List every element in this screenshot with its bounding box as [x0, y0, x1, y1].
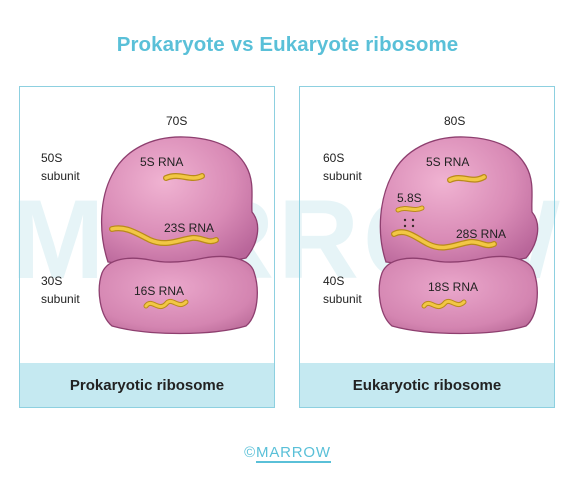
eukaryote-caption: Eukaryotic ribosome: [300, 363, 554, 407]
prokaryote-large-subunit-size: 50S: [41, 151, 63, 165]
prokaryote-small-subunit-word: subunit: [41, 292, 80, 306]
eukaryote-28s-rna-label: 28S RNA: [456, 227, 507, 241]
prokaryote-ribosome: [98, 136, 259, 335]
eukaryote-panel: Eukaryotic ribosome: [299, 86, 555, 408]
copyright-mark: ©MARROW: [0, 444, 575, 463]
prokaryote-small-subunit: [98, 255, 258, 335]
prokaryote-total-label: 70S: [166, 114, 188, 128]
prokaryote-caption: Prokaryotic ribosome: [20, 363, 274, 407]
page-title: Prokaryote vs Eukaryote ribosome: [116, 33, 459, 56]
copyright-brand: MARROW: [256, 444, 331, 463]
eukaryote-large-subunit-word: subunit: [323, 169, 362, 183]
eukaryote-small-subunit-size: 40S: [323, 274, 345, 288]
eukaryote-5s-rna-label: 5S RNA: [426, 155, 470, 169]
eukaryote-large-subunit-size: 60S: [323, 151, 345, 165]
prokaryote-small-subunit-size: 30S: [41, 274, 63, 288]
eukaryote-ribosome: [378, 136, 539, 335]
prokaryote-16s-rna-label: 16S RNA: [134, 284, 185, 298]
eukaryote-total-label: 80S: [444, 114, 466, 128]
copyright-symbol: ©: [244, 444, 257, 461]
eukaryote-small-subunit: [378, 255, 538, 335]
eukaryote-small-subunit-word: subunit: [323, 292, 362, 306]
eukaryote-18s-rna-label: 18S RNA: [428, 280, 479, 294]
prokaryote-panel: Prokaryotic ribosome: [19, 86, 275, 408]
pairing-dots: [403, 218, 415, 228]
eukaryote-5-8s-rna-label: 5.8S: [397, 191, 422, 205]
prokaryote-large-subunit-word: subunit: [41, 169, 80, 183]
prokaryote-23s-rna-label: 23S RNA: [164, 221, 215, 235]
prokaryote-5s-rna-label: 5S RNA: [140, 155, 184, 169]
